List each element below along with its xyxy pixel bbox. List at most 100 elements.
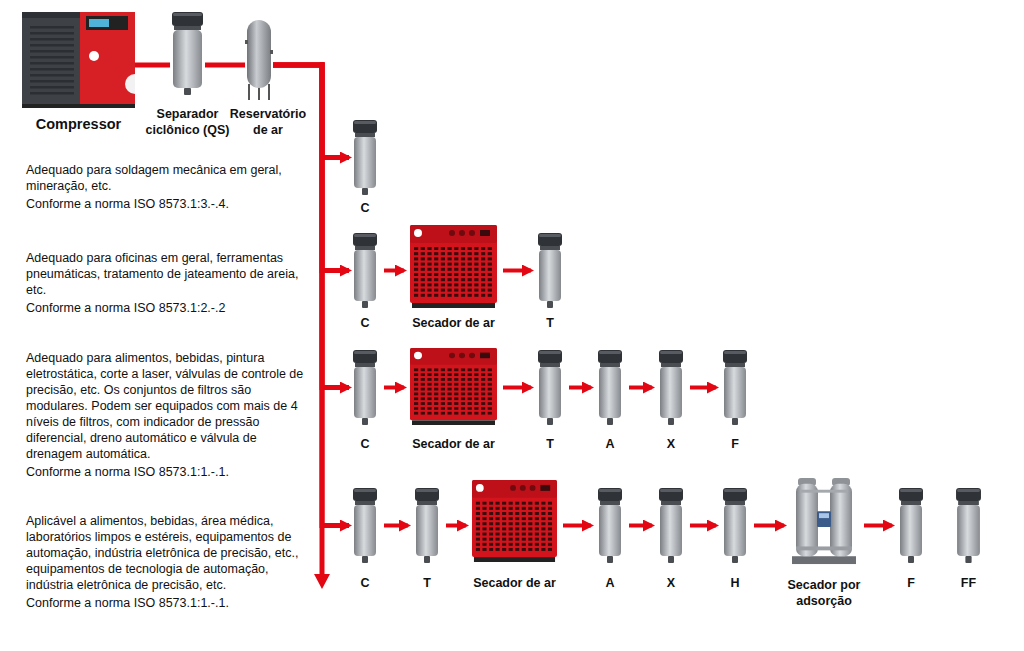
equipment-label-group: Secador de ar bbox=[406, 316, 502, 332]
flow-arrow bbox=[384, 269, 404, 273]
main-pipe-arrowhead bbox=[314, 574, 330, 589]
equipment-label: FF bbox=[952, 576, 986, 592]
filter-illustration-graphic bbox=[352, 350, 378, 425]
filter-illustration-graphic bbox=[955, 488, 982, 563]
equipment-label: Secador de ar bbox=[467, 576, 563, 592]
filter-illustration-graphic bbox=[722, 488, 748, 563]
filter-illustration bbox=[352, 120, 378, 195]
filter-illustration bbox=[658, 488, 684, 563]
filter-illustration bbox=[352, 488, 378, 563]
filter-illustration-graphic bbox=[352, 233, 378, 308]
description-block: Adequado para alimentos, bebidas, pintur… bbox=[26, 350, 314, 462]
adsorption-dryer-illustration bbox=[790, 478, 858, 566]
filter-illustration-graphic bbox=[898, 488, 924, 563]
equipment-label: X bbox=[656, 437, 686, 453]
flow-arrow bbox=[629, 524, 652, 528]
equipment-label-group: FF bbox=[952, 576, 986, 592]
description-block: Conforme a norma ISO 8573.1:1.-.1. bbox=[26, 595, 314, 611]
air-dryer-illustration bbox=[410, 225, 497, 308]
compressor-illustration-graphic bbox=[22, 12, 135, 108]
iso-standard-note: Conforme a norma ISO 8573.1:3.-.4. bbox=[26, 196, 314, 212]
flow-arrow bbox=[690, 524, 716, 528]
equipment-node: Secador de ar bbox=[406, 348, 502, 453]
filter-illustration bbox=[722, 488, 748, 563]
equipment-label: Reservatório de ar bbox=[228, 107, 308, 138]
equipment-node: Compressor bbox=[22, 12, 135, 133]
equipment-label: Compressor bbox=[27, 115, 131, 133]
equipment-node: C bbox=[350, 120, 380, 217]
equipment-label-group: C bbox=[350, 437, 380, 453]
equipment-node: Secador de ar bbox=[467, 480, 563, 592]
description-block: Conforme a norma ISO 8573.1:3.-.4. bbox=[26, 196, 314, 212]
application-description: Adequado para alimentos, bebidas, pintur… bbox=[26, 350, 314, 462]
flow-arrow bbox=[273, 65, 349, 271]
equipment-node: Reservatório de ar bbox=[228, 20, 308, 138]
equipment-node: X bbox=[656, 488, 686, 592]
equipment-label: A bbox=[595, 437, 625, 453]
equipment-label-group: F bbox=[896, 576, 926, 592]
equipment-node: A bbox=[595, 350, 625, 453]
equipment-label-group: T bbox=[535, 316, 565, 332]
flow-arrow bbox=[754, 524, 784, 528]
filter-illustration bbox=[597, 488, 623, 563]
flow-arrow bbox=[864, 524, 892, 528]
iso-standard-note: Conforme a norma ISO 8573.1:1.-.1. bbox=[26, 464, 314, 480]
equipment-node: H bbox=[720, 488, 750, 592]
equipment-label: T bbox=[412, 576, 442, 592]
filter-illustration-graphic bbox=[597, 488, 623, 563]
equipment-label: C bbox=[350, 316, 380, 332]
equipment-node: F bbox=[896, 488, 926, 592]
equipment-node: T bbox=[535, 233, 565, 332]
equipment-node: C bbox=[350, 233, 380, 332]
filter-illustration bbox=[722, 350, 748, 425]
filter-illustration bbox=[597, 350, 623, 425]
pipe-connector bbox=[135, 63, 170, 68]
equipment-label-group: A bbox=[595, 576, 625, 592]
description-block: Conforme a norma ISO 8573.1:1.-.1. bbox=[26, 464, 314, 480]
equipment-label-group: Secador de ar bbox=[467, 576, 563, 592]
description-block: Adequado para soldagem mecânica em geral… bbox=[26, 162, 314, 194]
equipment-node: X bbox=[656, 350, 686, 453]
cyclone-separator-illustration-graphic bbox=[170, 12, 205, 95]
equipment-label: F bbox=[720, 437, 750, 453]
filter-illustration-graphic bbox=[658, 350, 684, 425]
equipment-label-group: Separador ciclônico (QS) bbox=[141, 107, 235, 138]
flow-arrow bbox=[384, 524, 408, 528]
filter-illustration-graphic bbox=[352, 488, 378, 563]
equipment-label-group: A bbox=[595, 437, 625, 453]
equipment-node: C bbox=[350, 350, 380, 453]
equipment-node: Secador por adsorção bbox=[774, 478, 874, 609]
equipment-label: Secador de ar bbox=[406, 437, 502, 453]
cyclone-separator-illustration bbox=[170, 12, 205, 95]
description-block: Conforme a norma ISO 8573.1:2.-.2 bbox=[26, 300, 314, 316]
flow-arrow bbox=[503, 386, 531, 390]
equipment-label: H bbox=[720, 576, 750, 592]
equipment-label-group: Reservatório de ar bbox=[228, 107, 308, 138]
equipment-label-group: T bbox=[412, 576, 442, 592]
pipe-connector bbox=[205, 63, 245, 68]
filter-illustration bbox=[955, 488, 982, 563]
equipment-node: T bbox=[535, 350, 565, 453]
filter-illustration-graphic bbox=[537, 233, 563, 308]
filter-illustration-graphic bbox=[352, 120, 378, 195]
equipment-node: A bbox=[595, 488, 625, 592]
equipment-label-group: Compressor bbox=[27, 115, 131, 133]
air-dryer-illustration-graphic bbox=[410, 225, 497, 308]
flow-arrow bbox=[629, 386, 652, 390]
equipment-label-group: C bbox=[350, 201, 380, 217]
equipment-label: F bbox=[896, 576, 926, 592]
equipment-node: T bbox=[412, 488, 442, 592]
equipment-label-group: Secador por adsorção bbox=[774, 578, 874, 609]
adsorption-dryer-illustration-graphic bbox=[790, 478, 858, 566]
description-block: Aplicável a alimentos, bebidas, área méd… bbox=[26, 513, 314, 593]
air-dryer-illustration bbox=[410, 348, 497, 425]
equipment-label: X bbox=[656, 576, 686, 592]
iso-standard-note: Conforme a norma ISO 8573.1:1.-.1. bbox=[26, 595, 314, 611]
application-description: Adequado para oficinas em geral, ferrame… bbox=[26, 250, 314, 298]
equipment-label-group: Secador de ar bbox=[406, 437, 502, 453]
filter-illustration bbox=[898, 488, 924, 563]
equipment-label-group: H bbox=[720, 576, 750, 592]
filter-illustration bbox=[352, 350, 378, 425]
filter-illustration bbox=[414, 488, 440, 563]
flow-arrow bbox=[503, 269, 531, 273]
